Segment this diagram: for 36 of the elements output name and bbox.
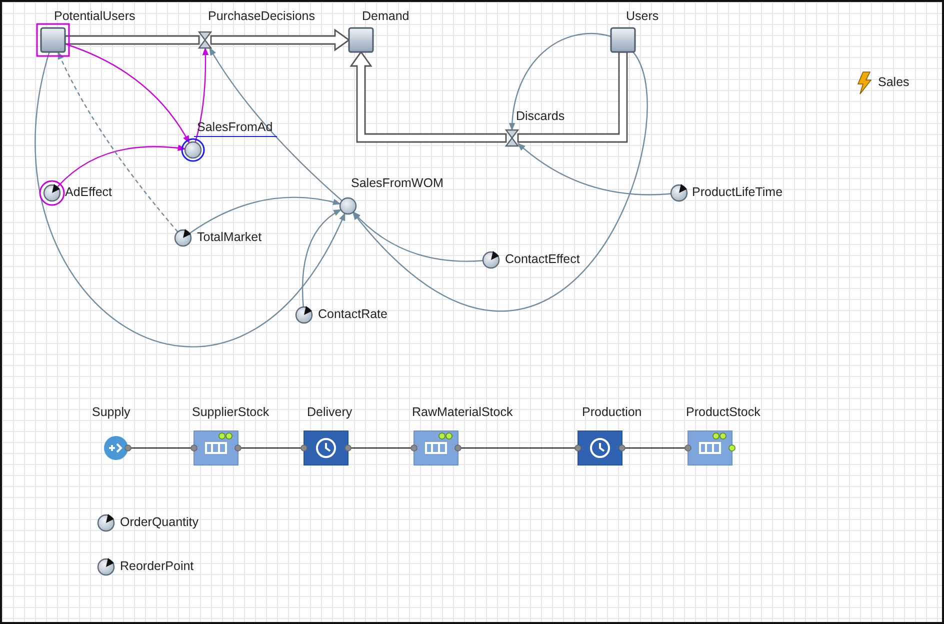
node-label: ReorderPoint	[120, 559, 194, 574]
node-label: OrderQuantity	[120, 515, 199, 530]
arrow	[194, 47, 209, 142]
node-label: Demand	[362, 9, 410, 24]
node-label: SalesFromWOM	[351, 176, 444, 191]
node-label: PurchaseDecisions	[208, 9, 315, 24]
node-label: ContactRate	[318, 307, 388, 322]
node-label: Supply	[92, 405, 130, 420]
arrow	[56, 144, 186, 188]
arrow	[189, 196, 342, 234]
flow-pipe	[350, 50, 507, 143]
node-label: ProductStock	[686, 405, 760, 420]
arrow	[209, 47, 342, 202]
arrow	[352, 52, 648, 312]
node-label: ProductLifeTime	[692, 185, 783, 200]
node-label: RawMaterialStock	[412, 405, 513, 420]
arrow	[36, 52, 346, 347]
dashed-arrow	[58, 51, 178, 232]
node-label: Delivery	[307, 405, 352, 420]
flow-pipe	[64, 35, 200, 45]
node-label: Discards	[516, 109, 565, 124]
arrow	[509, 33, 612, 131]
node-label: ContactEffect	[505, 252, 580, 267]
arrow	[352, 211, 484, 262]
flow-pipe	[210, 28, 350, 52]
node-label: PotentialUsers	[54, 9, 136, 24]
node-label: Production	[582, 405, 642, 420]
node-label: AdEffect	[65, 185, 112, 200]
node-label: Users	[626, 9, 659, 24]
arrow	[517, 142, 672, 196]
flow-pipe	[517, 51, 628, 143]
arrow	[64, 43, 190, 144]
arrow	[302, 209, 342, 308]
node-label: SupplierStock	[192, 405, 270, 420]
node-label: Sales	[878, 75, 910, 90]
node-label: TotalMarket	[197, 230, 262, 245]
